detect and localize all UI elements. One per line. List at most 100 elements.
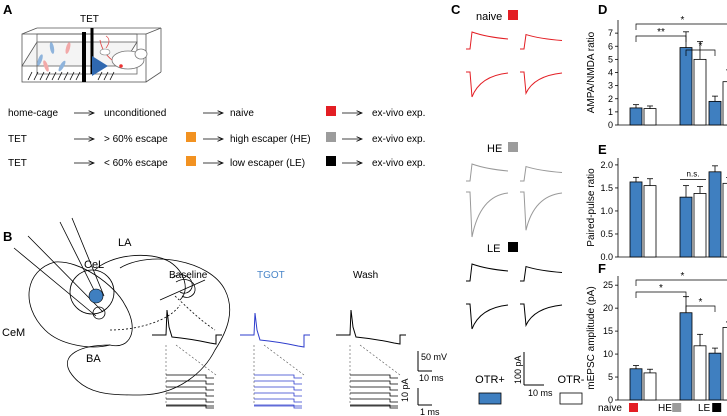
row-start-label: home-cage <box>8 108 58 119</box>
scale-label-10pa: 10 pA <box>400 378 410 402</box>
scale-label-1ms: 1 ms <box>420 407 440 416</box>
panel-a: A TET <box>3 2 425 169</box>
bar <box>629 107 643 126</box>
y-tick-label: 0 <box>608 395 613 405</box>
action-potential-trace <box>240 312 310 348</box>
ampa-trace <box>466 303 509 330</box>
y-axis-label: mEPSC amplitude (pA) <box>586 286 597 389</box>
row-group-label: high escaper (HE) <box>230 134 311 145</box>
ampa-trace <box>520 71 563 96</box>
significance-label: * <box>681 15 685 26</box>
row-end-label: ex-vivo exp. <box>372 108 425 119</box>
bar <box>679 196 693 258</box>
bar <box>722 81 727 126</box>
nmda-trace <box>466 263 509 282</box>
significance-bracket <box>635 279 727 286</box>
tet-label: TET <box>80 14 99 25</box>
mouse-icon <box>99 39 148 70</box>
bar <box>629 368 643 401</box>
bar <box>693 345 707 401</box>
group-swatch <box>326 132 336 142</box>
bar <box>679 312 693 401</box>
legend-otr-neg-label: OTR- <box>558 374 585 386</box>
y-tick-label: 2 <box>608 94 613 104</box>
current-step-trace <box>166 386 214 391</box>
mouse-icon <box>99 35 111 56</box>
significance-label: * <box>681 271 685 282</box>
current-step-trace <box>350 392 398 397</box>
nmda-trace <box>520 33 563 50</box>
c-scale-bars <box>523 352 544 386</box>
action-potential-trace <box>152 309 222 345</box>
row-condition-label: > 60% escape <box>104 134 168 145</box>
condition-label: Baseline <box>169 270 208 281</box>
y-tick-label: 10 <box>603 349 613 359</box>
current-step-trace <box>350 398 398 403</box>
current-step-trace <box>166 398 214 403</box>
y-tick-label: 7 <box>608 28 613 38</box>
current-step-trace <box>166 380 214 385</box>
bar <box>693 58 707 126</box>
current-step-trace <box>350 380 398 385</box>
y-tick-label: 1.5 <box>600 183 613 193</box>
amygdala-schematic <box>13 217 231 396</box>
bar <box>643 372 657 401</box>
panel-d-letter: D <box>598 2 607 17</box>
y-tick-label: 3 <box>608 81 613 91</box>
x-tick-label: LE <box>698 403 711 414</box>
group-swatch <box>672 403 682 412</box>
row-end-label: ex-vivo exp. <box>372 134 425 145</box>
significance-bracket <box>635 23 727 30</box>
bar <box>629 181 643 258</box>
x-tick-label: HE <box>658 403 672 414</box>
condition-label: Wash <box>353 270 378 281</box>
action-potential-trace <box>336 309 406 345</box>
panel-c-letter: C <box>451 2 461 17</box>
group-label: HE <box>487 143 502 155</box>
y-tick-label: 4 <box>608 68 613 78</box>
group-swatch <box>326 106 336 116</box>
significance-bracket <box>685 49 716 56</box>
group-label: LE <box>487 243 500 255</box>
group-swatch <box>712 403 722 412</box>
nmda-trace <box>466 31 509 50</box>
current-step-trace <box>166 404 214 409</box>
escape-arrow-icon <box>92 56 108 76</box>
group-swatch <box>508 142 518 152</box>
bar <box>708 171 722 258</box>
ampa-trace <box>466 191 509 238</box>
tet-box-illustration <box>21 27 162 83</box>
b-scale-bars <box>417 351 432 406</box>
group-swatch <box>629 403 638 412</box>
y-tick-label: 6 <box>608 41 613 51</box>
region-label-la: LA <box>118 237 132 249</box>
bar <box>643 108 657 126</box>
significance-bracket <box>685 305 716 312</box>
zoom-guide <box>359 344 401 376</box>
row-condition-label: unconditioned <box>104 108 166 119</box>
scale-label-50mv: 50 mV <box>421 352 447 362</box>
y-axis-label: AMPA/NMDA ratio <box>586 31 597 113</box>
current-step-trace <box>254 386 302 391</box>
scale-label-c-10ms: 10 ms <box>528 388 553 398</box>
ampa-trace <box>520 303 563 328</box>
row-end-label: ex-vivo exp. <box>372 158 425 169</box>
current-step-trace <box>254 398 302 403</box>
bar <box>679 47 693 126</box>
x-tick-label: naive <box>598 403 622 414</box>
y-tick-label: 5 <box>608 54 613 64</box>
escape-swatch <box>186 132 196 142</box>
ampa-trace <box>520 191 563 231</box>
bar <box>693 193 707 258</box>
current-step-trace <box>350 374 398 379</box>
y-tick-label: 0.5 <box>600 229 613 239</box>
current-step-trace <box>350 404 398 409</box>
current-step-trace <box>166 374 214 379</box>
y-tick-label: 0 <box>608 120 613 130</box>
zoom-guide <box>263 344 305 376</box>
panel-e-letter: E <box>598 142 607 157</box>
